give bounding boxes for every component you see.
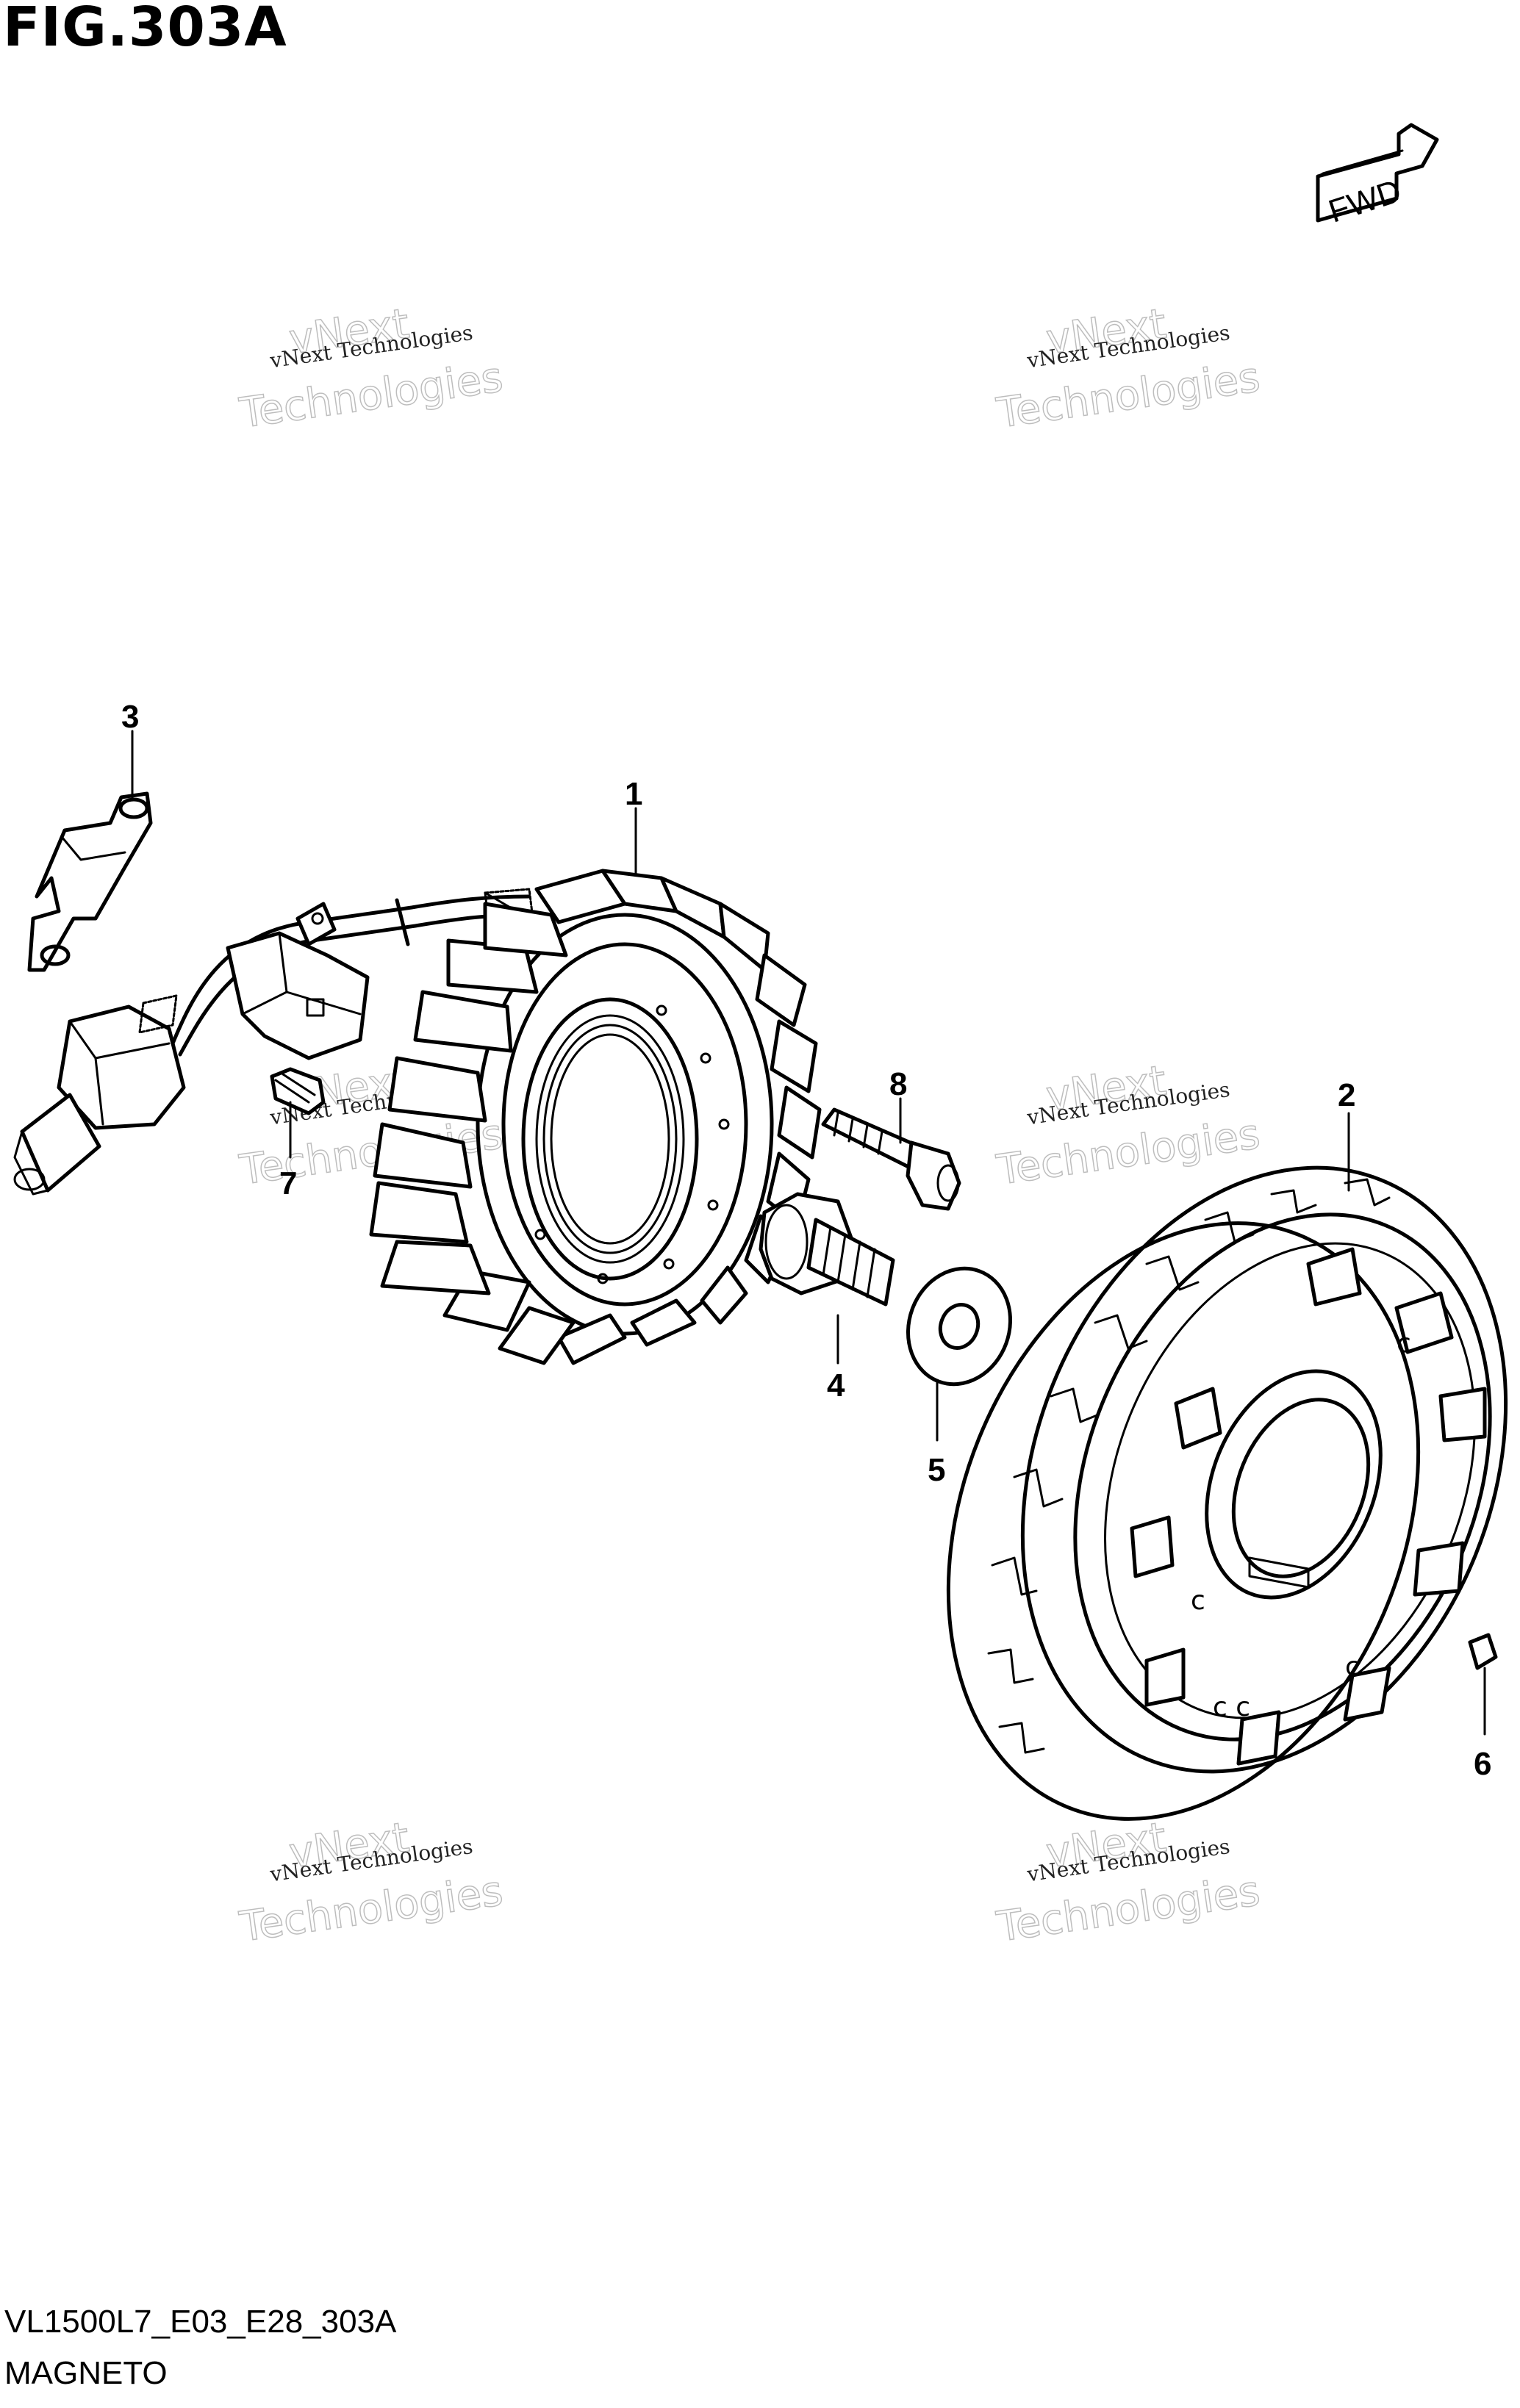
part-8-long-bolt <box>821 1107 961 1211</box>
figure-caption: MAGNETO <box>4 2355 168 2391</box>
callout-1: 1 <box>625 776 642 812</box>
callout-5: 5 <box>928 1452 945 1488</box>
watermark-bottom-left: vNext vNext Technologies Technologies <box>236 1813 506 1952</box>
leader-lines <box>131 730 1486 1736</box>
figure-code: VL1500L7_E03_E28_303A <box>4 2304 397 2340</box>
wiring-harness <box>13 888 535 1196</box>
callout-4: 4 <box>827 1367 845 1404</box>
part-4-flange-bolt <box>759 1192 895 1307</box>
svg-text:c: c <box>1345 1652 1360 1682</box>
callout-7: 7 <box>279 1165 297 1201</box>
callout-6: 6 <box>1474 1746 1491 1782</box>
svg-text:c: c <box>1397 1329 1411 1359</box>
part-2-rotor: c c c c c <box>946 1165 1508 1821</box>
callout-2: 2 <box>1338 1077 1355 1113</box>
part-6-key <box>1468 1633 1498 1670</box>
watermark-top-left: vNext vNext Technologies Technologies <box>236 299 506 438</box>
figure-title: FIG.303A <box>3 0 287 59</box>
svg-text:c: c <box>1191 1586 1205 1616</box>
watermark-bottom-right: vNext vNext Technologies Technologies <box>993 1813 1263 1952</box>
watermark-top-right: vNext vNext Technologies Technologies <box>993 299 1263 438</box>
part-1-stator <box>369 869 822 1365</box>
callout-8: 8 <box>889 1066 907 1102</box>
part-3-clamp <box>27 791 153 972</box>
callout-3: 3 <box>121 699 139 735</box>
fwd-arrow-icon: FWD <box>1316 123 1439 230</box>
part-5-washer <box>906 1266 1013 1387</box>
watermark-mid-right: vNext vNext Technologies Technologies <box>993 1056 1263 1195</box>
svg-text:c c: c c <box>1213 1692 1250 1722</box>
part-7-screw <box>270 1067 326 1115</box>
